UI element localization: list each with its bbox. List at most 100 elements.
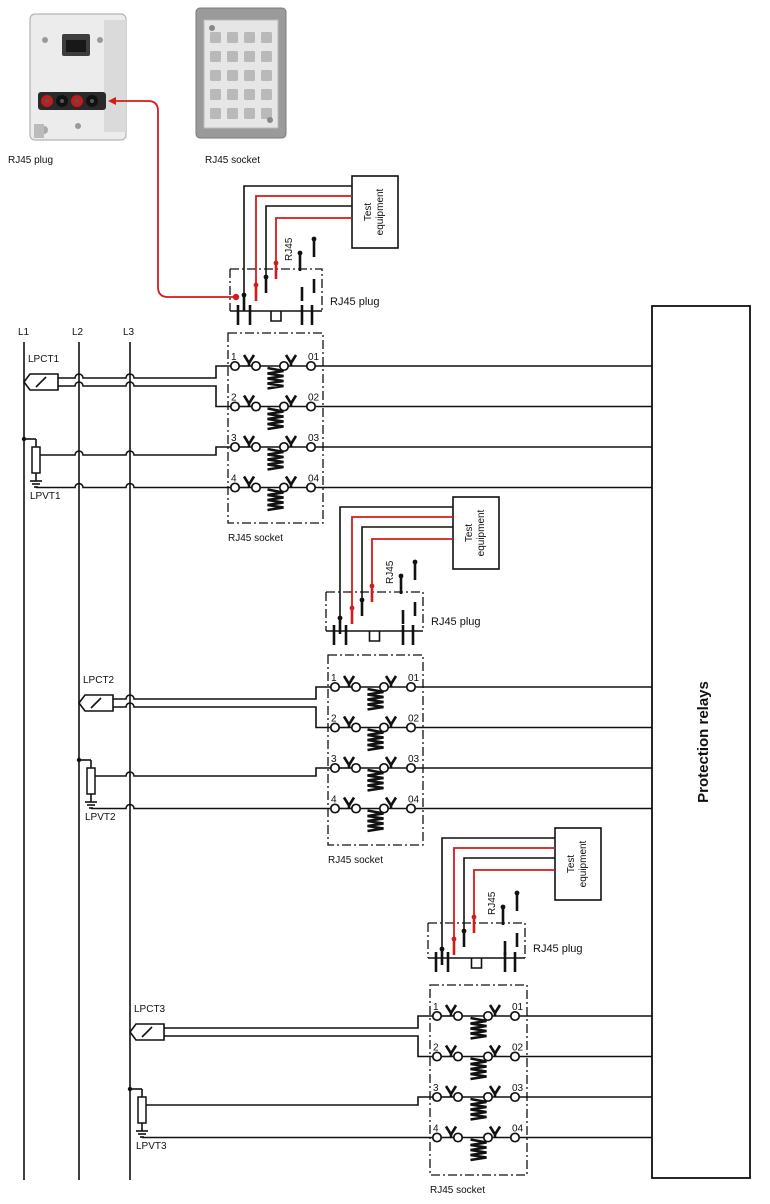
terminal-screw — [278, 482, 290, 493]
arrowhead-icon — [108, 97, 116, 105]
lpvt-label: LPVT1 — [30, 491, 61, 502]
test-lead — [361, 526, 453, 600]
lpct-label: LPCT1 — [28, 354, 60, 365]
spring-contact — [367, 809, 384, 833]
terminal-in-label: 4 — [433, 1124, 439, 1135]
fork-contact — [444, 1125, 458, 1138]
plug-outline — [229, 268, 323, 311]
socket-pin-hole — [261, 70, 272, 81]
lpvt-wire-1 — [40, 446, 231, 456]
spring-contact — [267, 366, 284, 390]
fork-contact — [242, 435, 256, 447]
current-sensor-icon — [129, 1023, 165, 1041]
terminal-screw — [405, 681, 417, 693]
terminal-screw — [509, 1010, 521, 1022]
test-lead — [463, 857, 555, 931]
fork-contact — [488, 1044, 502, 1057]
terminal-screw — [329, 762, 341, 774]
test-equipment-label-1: Test — [363, 203, 374, 222]
rj45-socket-caption: RJ45 socket — [228, 533, 283, 544]
rj45-plug-3: RJ45 plug — [427, 922, 583, 972]
terminal-in-label: 2 — [433, 1043, 439, 1054]
rj45-socket-caption: RJ45 socket — [328, 855, 383, 866]
sensor-diagonal — [141, 1026, 153, 1038]
spring-contact — [470, 1016, 487, 1040]
terminal-screw — [431, 1010, 443, 1022]
terminal-in-label: 2 — [331, 714, 337, 725]
terminal-screw — [482, 1091, 494, 1103]
terminal-in-label: 3 — [231, 433, 237, 444]
rj45-socket-photo-caption: RJ45 socket — [205, 155, 260, 166]
terminal-screw — [482, 1132, 494, 1143]
fork-contact — [384, 715, 398, 728]
fork-contact — [342, 675, 356, 687]
lpct-wire-2 — [58, 381, 231, 408]
lpct-wire-1 — [113, 686, 331, 700]
plug-latch — [368, 631, 381, 642]
terminal-out-label: 04 — [408, 795, 420, 806]
test-equipment-label-2: equipment — [476, 509, 487, 556]
fork-contact — [444, 1004, 458, 1016]
fork-contact — [242, 475, 256, 488]
rj45-socket-box — [227, 332, 324, 524]
socket-pin-hole — [210, 89, 221, 100]
terminal-out-label: 02 — [308, 393, 320, 404]
voltage-sensor-icon — [31, 446, 41, 474]
fork-contact — [488, 1085, 502, 1097]
fork-contact — [384, 756, 398, 768]
terminal-screw — [452, 1010, 464, 1022]
socket-pin-hole — [244, 70, 255, 81]
plug-outline — [427, 922, 526, 958]
fork-contact — [242, 394, 256, 407]
terminal-screw — [509, 1051, 521, 1062]
socket-pin-hole — [210, 32, 221, 43]
test-equipment-box — [452, 496, 500, 570]
fork-contact — [284, 475, 298, 488]
terminal-screw — [329, 803, 341, 814]
plug-latch — [270, 311, 282, 322]
junction-dot — [127, 1086, 133, 1092]
terminal-out-label: 03 — [308, 433, 320, 444]
terminal-out-label: 04 — [308, 474, 320, 485]
lpvt-wire-1 — [95, 767, 331, 777]
socket-pin-hole — [244, 32, 255, 43]
lpct-sensor-3: LPCT3 — [129, 1004, 433, 1058]
terminal-screw — [452, 1091, 464, 1103]
rj45-plug-2: RJ45 plug — [325, 591, 481, 645]
lpvt-label: LPVT2 — [85, 812, 116, 823]
terminal-screw — [278, 441, 290, 453]
terminal-screw — [250, 482, 262, 493]
terminal-screw — [229, 482, 241, 493]
protection-relays-label: Protection relays — [695, 681, 712, 803]
rj45-label: RJ45 — [487, 891, 498, 915]
test-lead — [351, 516, 453, 608]
spring-contact — [267, 447, 284, 471]
lpvt-wire-2 — [36, 482, 231, 489]
terminal-screw — [405, 803, 417, 814]
fork-contact — [444, 1085, 458, 1097]
terminal-row-3: 3 03 — [229, 433, 652, 471]
phase-label-l2: L2 — [72, 327, 84, 338]
test-equipment-box — [554, 827, 602, 901]
test-equipment-label-2: equipment — [375, 188, 386, 235]
terminal-screw — [229, 441, 241, 453]
spring-contact — [267, 407, 284, 431]
spring-contact — [470, 1057, 487, 1081]
terminal-out-label: 04 — [512, 1124, 524, 1135]
lpvt-label: LPVT3 — [136, 1141, 167, 1152]
terminal-screw — [431, 1051, 443, 1062]
rj45-plug-caption: RJ45 plug — [330, 296, 380, 308]
plug-latch — [470, 958, 483, 969]
terminal-screw — [305, 401, 317, 412]
socket-pin-hole — [227, 108, 238, 119]
terminal-screw — [350, 803, 362, 814]
spring-contact — [367, 728, 384, 752]
terminal-screw — [250, 360, 262, 372]
terminal-out-label: 01 — [408, 673, 420, 684]
